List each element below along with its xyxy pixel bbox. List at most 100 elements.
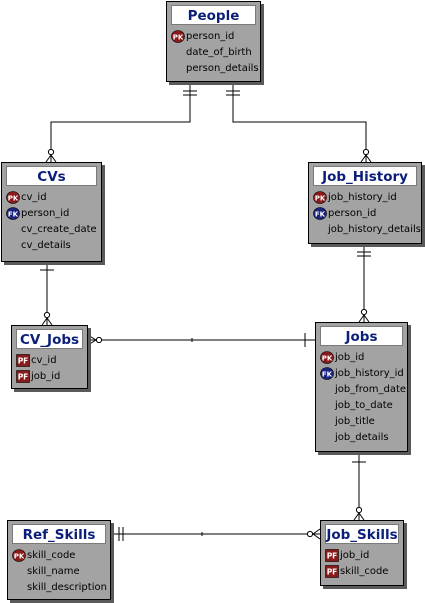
spacer — [313, 224, 327, 237]
primary-foreign-key-icon: PF — [325, 548, 339, 562]
svg-text:PF: PF — [18, 372, 29, 381]
attribute-name: job_from_date — [335, 384, 407, 395]
spacer — [6, 224, 20, 237]
svg-text:PK: PK — [322, 354, 333, 362]
attribute-name: job_title — [335, 416, 375, 427]
rel-people-jobhistory — [226, 82, 372, 163]
attribute-row: cv_create_date — [6, 222, 99, 238]
primary-key-icon: PK — [12, 548, 26, 562]
attribute-name: cv_id — [31, 355, 57, 366]
svg-text:FK: FK — [315, 210, 326, 218]
spacer — [12, 566, 26, 579]
primary-foreign-key-icon: PF — [16, 369, 30, 383]
svg-text:FK: FK — [322, 370, 333, 378]
rel-jobs-jobskills — [352, 452, 366, 521]
rel-cvs-cvjobs — [40, 262, 54, 326]
primary-key-icon: PK — [6, 190, 20, 204]
spacer — [320, 384, 334, 397]
svg-text:PK: PK — [315, 194, 326, 202]
attribute-name: person_id — [21, 208, 70, 219]
attribute-name: skill_code — [27, 550, 76, 561]
svg-text:PF: PF — [18, 356, 29, 365]
attribute-row: job_title — [320, 414, 405, 430]
rel-refskills-jobskills — [111, 527, 321, 541]
attribute-name: job_history_details — [328, 224, 421, 235]
attribute-name: job_details — [335, 432, 389, 443]
foreign-key-icon: FK — [320, 366, 334, 380]
attribute-name: job_id — [335, 352, 365, 363]
spacer — [6, 240, 20, 253]
attribute-name: person_id — [328, 208, 377, 219]
entity-title: Ref_Skills — [12, 524, 106, 544]
attribute-name: skill_code — [340, 566, 389, 577]
primary-key-icon: PK — [171, 29, 185, 43]
attribute-name: skill_name — [27, 566, 80, 577]
svg-text:PK: PK — [14, 552, 25, 560]
attribute-row: skill_name — [12, 564, 108, 580]
foreign-key-icon: FK — [6, 206, 20, 220]
attribute-name: job_id — [31, 371, 61, 382]
attribute-row: skill_description — [12, 580, 108, 596]
attribute-name: date_of_birth — [186, 47, 252, 58]
attribute-name: cv_details — [21, 240, 71, 251]
attribute-name: job_history_id — [335, 368, 404, 379]
attribute-name: person_details — [186, 63, 259, 74]
attribute-name: job_history_id — [328, 192, 397, 203]
entity-title: CVs — [6, 166, 97, 186]
attribute-row: job_from_date — [320, 382, 407, 398]
svg-text:FK: FK — [8, 210, 19, 218]
spacer — [320, 432, 334, 445]
spacer — [320, 400, 334, 413]
rel-jobhistory-jobs — [357, 244, 371, 323]
attribute-row: cv_details — [6, 238, 99, 254]
attribute-row: person_details — [171, 61, 259, 77]
spacer — [12, 582, 26, 595]
rel-jobs-cvjobs — [87, 333, 315, 347]
spacer — [171, 47, 185, 60]
attribute-row: job_details — [320, 430, 405, 446]
attribute-name: person_id — [186, 31, 235, 42]
attribute-name: cv_id — [21, 192, 47, 203]
spacer — [171, 63, 185, 76]
attribute-name: job_to_date — [335, 400, 393, 411]
foreign-key-icon: FK — [313, 206, 327, 220]
svg-text:PF: PF — [327, 551, 338, 560]
svg-text:PK: PK — [8, 194, 19, 202]
primary-key-icon: PK — [313, 190, 327, 204]
attribute-name: skill_description — [27, 582, 107, 593]
attribute-row: job_to_date — [320, 398, 405, 414]
entity-title: CV_Jobs — [16, 329, 83, 349]
attribute-name: job_id — [340, 550, 370, 561]
attribute-row: job_history_details — [313, 222, 421, 238]
primary-foreign-key-icon: PF — [16, 353, 30, 367]
entity-title: People — [171, 5, 256, 25]
entity-title: Job_Skills — [325, 524, 399, 544]
attribute-name: cv_create_date — [21, 224, 97, 235]
